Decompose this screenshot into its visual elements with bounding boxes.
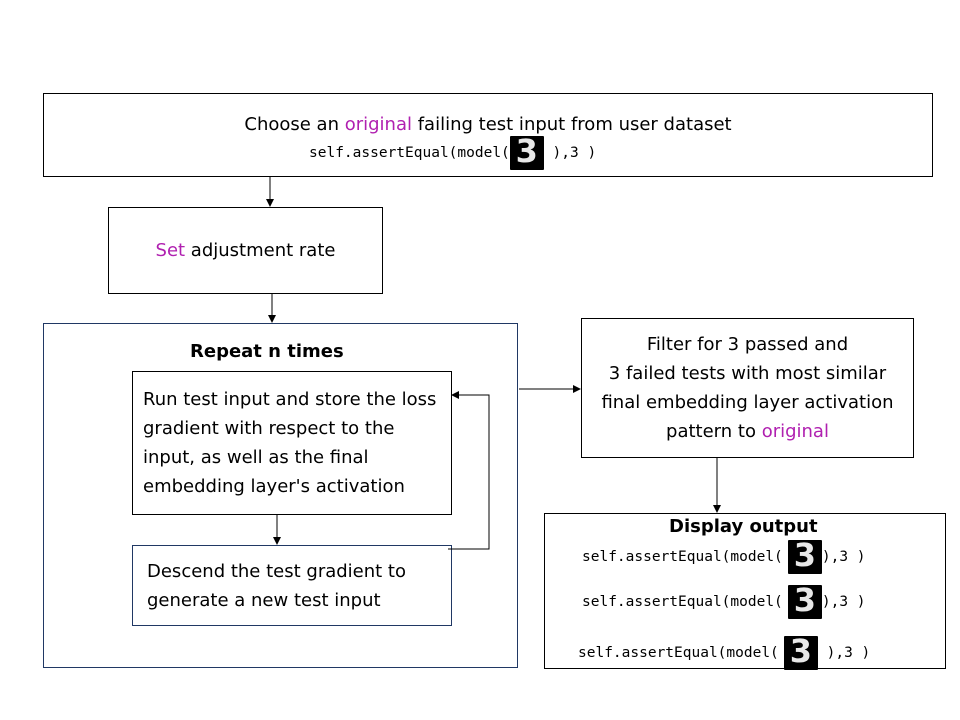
choose-input-box: Choose an original failing test input fr… bbox=[43, 93, 933, 177]
choose-text-start: Choose an bbox=[244, 114, 345, 135]
run-line-4: embedding layer's activation bbox=[143, 476, 405, 497]
choose-text-end: failing test input from user dataset bbox=[412, 114, 732, 135]
digit-glyph: 3 bbox=[793, 536, 817, 574]
digit-glyph: 3 bbox=[515, 132, 538, 170]
run-line-3: input, as well as the final bbox=[143, 447, 369, 468]
code-prefix: self.assertEqual(model( bbox=[309, 145, 510, 161]
output-code-prefix: self.assertEqual(model( bbox=[578, 645, 779, 661]
digit-image: 3 bbox=[787, 581, 822, 619]
filter-line-2: 3 failed tests with most similar bbox=[608, 363, 887, 384]
filter-line-1: Filter for 3 passed and bbox=[646, 334, 849, 355]
arrow-descend-loop-back bbox=[448, 391, 490, 550]
set-rate-box: Set adjustment rate bbox=[108, 207, 383, 294]
original-keyword-2: original bbox=[761, 421, 829, 442]
repeat-title: Repeat n times bbox=[190, 341, 344, 362]
output-row: self.assertEqual(model( 3),3 ) bbox=[582, 581, 866, 619]
run-line-1: Run test input and store the loss bbox=[143, 389, 437, 410]
output-row: self.assertEqual(model( 3 ),3 ) bbox=[578, 632, 871, 670]
output-code-prefix: self.assertEqual(model( bbox=[582, 549, 783, 565]
set-rate-label: adjustment rate bbox=[185, 240, 336, 261]
output-code-suffix: ),3 ) bbox=[817, 645, 871, 661]
set-keyword: Set bbox=[155, 240, 186, 261]
output-title: Display output bbox=[669, 516, 818, 537]
digit-image: 3 bbox=[783, 632, 818, 670]
filter-box: Filter for 3 passed and 3 failed tests w… bbox=[581, 318, 914, 458]
set-rate-text: Set adjustment rate bbox=[109, 236, 382, 265]
choose-code-line: self.assertEqual(model( 3 ),3 ) bbox=[309, 132, 597, 170]
descend-line-2: generate a new test input bbox=[147, 590, 381, 611]
run-test-text: Run test input and store the loss gradie… bbox=[143, 385, 463, 501]
digit-glyph: 3 bbox=[793, 581, 817, 619]
filter-line-4: pattern to original bbox=[582, 417, 913, 446]
choose-input-text: Choose an original failing test input fr… bbox=[44, 110, 932, 139]
digit-image: 3 bbox=[787, 536, 822, 574]
filter-line-3: final embedding layer activation bbox=[601, 392, 894, 413]
output-code-suffix: ),3 ) bbox=[821, 549, 866, 565]
run-line-2: gradient with respect to the bbox=[143, 418, 395, 439]
output-code-prefix: self.assertEqual(model( bbox=[582, 594, 783, 610]
filter-text: Filter for 3 passed and 3 failed tests w… bbox=[582, 330, 913, 446]
original-keyword: original bbox=[344, 114, 412, 135]
display-output-box: Display output self.assertEqual(model( 3… bbox=[544, 513, 946, 670]
descend-gradient-box: Descend the test gradient to generate a … bbox=[132, 545, 452, 626]
run-test-box: Run test input and store the loss gradie… bbox=[132, 371, 452, 515]
code-suffix: ),3 ) bbox=[543, 145, 597, 161]
descend-text: Descend the test gradient to generate a … bbox=[147, 557, 406, 615]
descend-line-1: Descend the test gradient to bbox=[147, 561, 407, 582]
output-row: self.assertEqual(model( 3),3 ) bbox=[582, 536, 866, 574]
digit-glyph: 3 bbox=[789, 632, 813, 670]
filter-line-4-start: pattern to bbox=[666, 421, 762, 442]
digit-image: 3 bbox=[509, 132, 544, 170]
output-code-suffix: ),3 ) bbox=[821, 594, 866, 610]
